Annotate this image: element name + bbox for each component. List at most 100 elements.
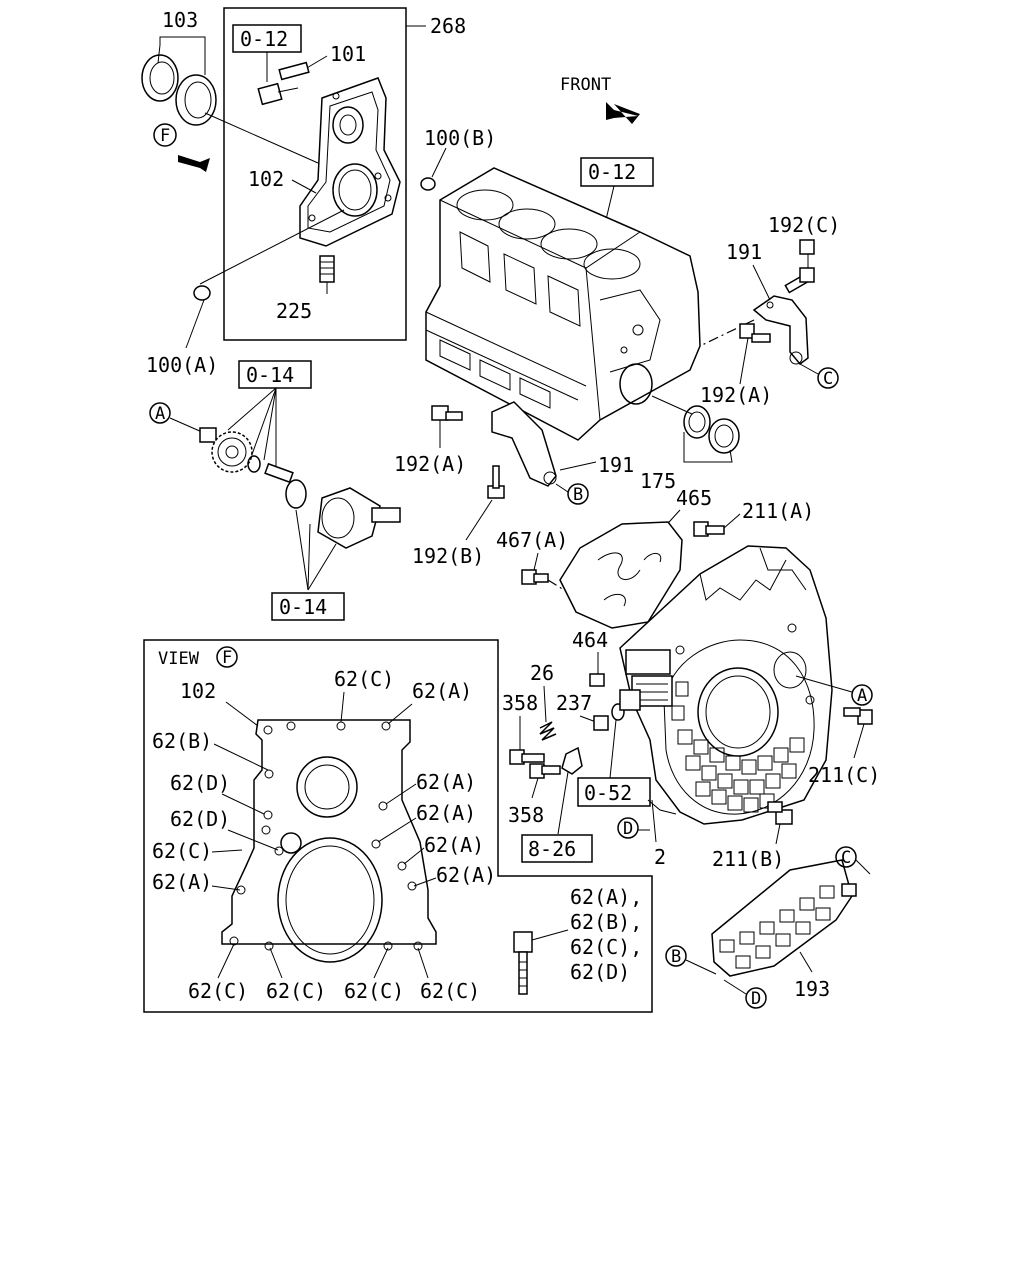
ref-box-8-26 [521,834,593,863]
seal-175-a [683,405,711,439]
svg-text:B: B [671,947,681,967]
seal-175-b [708,418,740,454]
label-102-top: 102 [248,167,284,191]
bolt-101 [257,61,310,106]
gear-oring [285,479,307,509]
view-f-panel-frame [143,639,653,1013]
label-211b: 211(B) [712,847,784,871]
label-211c: 211(C) [808,763,880,787]
seal-103-outer [141,54,179,102]
ref-a-left [149,402,171,424]
label-191-mid: 191 [598,453,634,477]
plate-465 [559,521,683,629]
gear-washer [247,455,261,473]
ref-box-0-52 [577,777,651,807]
bolt-192a-mid [431,405,463,421]
label-192c: 192(C) [768,213,840,237]
bolt-358-bottom [529,763,561,779]
oring-100b [420,177,436,191]
view-label-62d-2: 62(D) [170,807,230,831]
oil-pump-housing [317,487,401,549]
ref-c-bottom [835,846,857,868]
view-label-62a-r3: 62(A) [424,833,484,857]
view-label-62a-left: 62(A) [152,870,212,894]
ref-8-26: 8-26 [528,837,576,861]
bolt-192c [784,239,815,294]
svg-text:A: A [857,686,867,706]
label-358-bottom: 358 [508,803,544,827]
bracket-small [561,746,583,775]
ref-0-12-top: 0-12 [240,27,288,51]
ref-box-0-12-block [580,157,654,187]
ref-0-14-bottom: 0-14 [279,595,327,619]
view-label-62b: 62(B) [152,729,212,753]
cylinder-block [425,167,701,441]
legend-62d: 62(D) [570,960,630,984]
svg-text:D: D [623,819,633,839]
front-arrow [606,102,640,124]
ref-d-mid [617,817,639,839]
bolt-192b [487,465,505,499]
view-label-62c-top: 62(C) [334,667,394,691]
label-467a: 467(A) [496,528,568,552]
view-f-marker [153,123,177,147]
label-100a: 100(A) [146,353,218,377]
ref-a-right [851,684,873,706]
pin-464 [589,673,605,687]
bracket-191-mid [491,401,557,487]
idler-gear [211,431,253,473]
ref-box-0-14-top [238,360,312,389]
timing-cover-102 [299,77,401,247]
label-front: FRONT [560,75,611,95]
view-f-title: VIEW [158,649,200,669]
svg-text:A: A [155,404,165,424]
view-label-62c-b3: 62(C) [344,979,404,1003]
legend-62c: 62(C), [570,935,642,959]
gear-shaft [264,462,294,484]
view-label-62c-b4: 62(C) [420,979,480,1003]
legend-62b: 62(B), [570,910,642,934]
legend-62a: 62(A), [570,885,642,909]
bolt-211c [843,707,873,725]
label-100b: 100(B) [424,126,496,150]
group-268-frame [223,7,407,341]
view-label-62c-b1: 62(C) [188,979,248,1003]
bolt-358-top [509,749,545,765]
seal-103-inner [175,74,217,126]
svg-text:B: B [573,485,583,505]
svg-text:F: F [160,126,170,146]
label-191-top: 191 [726,240,762,264]
stud-225 [319,255,335,283]
label-175: 175 [640,469,676,493]
svg-text:C: C [841,848,851,868]
svg-text:F: F [222,648,232,668]
label-101: 101 [330,42,366,66]
ref-b-bottom [665,945,687,967]
view-label-62a-top: 62(A) [412,679,472,703]
label-268: 268 [430,14,466,38]
ref-box-0-14-bottom [271,592,345,621]
view-label-62d-1: 62(D) [170,771,230,795]
label-358-top: 358 [502,691,538,715]
bolt-62-legend [513,931,533,995]
label-464: 464 [572,628,608,652]
label-465: 465 [676,486,712,510]
view-label-62a-r4: 62(A) [436,863,496,887]
ref-0-12-block: 0-12 [588,160,636,184]
label-192a-right: 192(A) [700,383,772,407]
ref-0-14-top: 0-14 [246,363,294,387]
label-193: 193 [794,977,830,1001]
label-225: 225 [276,299,312,323]
cover-outline-102 [221,719,437,963]
ref-0-52: 0-52 [584,781,632,805]
ref-d-bottom [745,987,767,1009]
label-192b: 192(B) [412,544,484,568]
view-label-62a-r1: 62(A) [416,770,476,794]
view-f-arrow [178,155,210,172]
gear-nut [199,427,217,443]
label-103: 103 [162,8,198,32]
oring-100a [193,285,211,301]
bolt-211b [767,801,793,825]
svg-text:C: C [823,369,833,389]
